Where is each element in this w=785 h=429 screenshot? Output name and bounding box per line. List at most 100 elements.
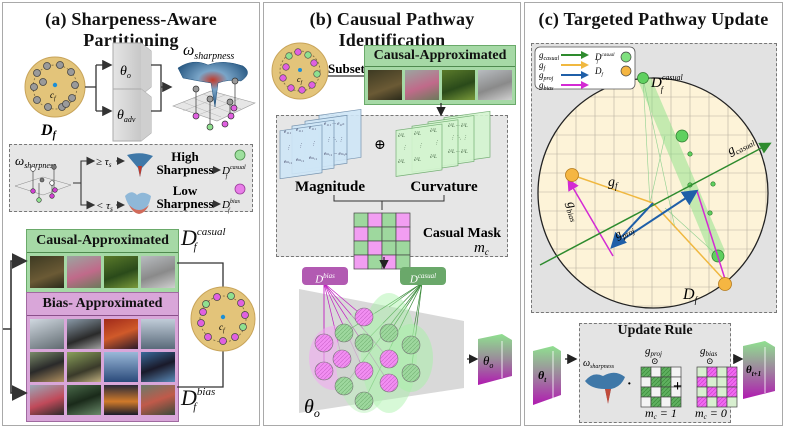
vector-g-f-left xyxy=(568,173,654,204)
causal-group-title: Causal-Approximated xyxy=(27,230,178,253)
svg-text:e₁,₁ ··· e₁,ₙ: e₁,₁ ··· e₁,ₙ xyxy=(324,122,344,127)
mask-cell xyxy=(696,376,708,388)
panel-a-canvas: cf Df θo θadv ωsharpness xyxy=(24,42,256,142)
mask-cell xyxy=(650,366,662,378)
bias-image xyxy=(141,352,175,382)
low-sharpness-label-1: Low xyxy=(173,183,198,198)
subset-dataset-disk: cf xyxy=(271,42,329,100)
vector-g-proj-reverse xyxy=(610,202,654,249)
causal-mask-symbol: mc xyxy=(474,240,489,257)
causal-region-band xyxy=(639,78,725,261)
legend-point-marker xyxy=(620,65,632,77)
loss-landscape-icon xyxy=(172,61,256,122)
threshold-high: ≥ τs xyxy=(96,156,112,169)
svg-text:eₘ,₁: eₘ,₁ xyxy=(296,158,305,163)
mc-zero-label: mc = 0 xyxy=(695,406,727,421)
partitioned-center-label: cf xyxy=(219,322,226,334)
bias-image-grid xyxy=(27,316,178,418)
causal-image xyxy=(67,256,101,288)
mask-cell xyxy=(726,366,738,378)
update-sharpness-label: ωsharpness xyxy=(583,358,615,370)
panel-b-canvas: cf Subset xyxy=(271,42,366,100)
model-block-original xyxy=(112,42,152,96)
causal-points xyxy=(637,72,725,263)
mask-cell xyxy=(726,396,738,408)
bias-approximated-group: Bias- Approximated xyxy=(26,292,179,422)
odot-proj: ⊙ xyxy=(651,356,659,366)
curvature-matrices: ∂²L∂²L∂²L∂²L ··· ∂²L ⋮⋮⋮⋮ ⋱ ⋮ ∂²L∂²L∂²L∂… xyxy=(395,110,491,177)
bias-tag[interactable]: Dbias xyxy=(302,267,348,286)
partition-connectors: cf xyxy=(3,253,256,401)
mask-cell xyxy=(353,212,369,228)
high-sharpness-label-2: Sharpness xyxy=(156,162,213,177)
mask-cell xyxy=(696,386,708,398)
svg-text:⋮: ⋮ xyxy=(311,141,316,147)
theta-t-block xyxy=(533,346,561,405)
svg-text:⋮: ⋮ xyxy=(418,143,423,149)
model-adv-label: θadv xyxy=(117,108,136,124)
high-sharpness-label-1: High xyxy=(171,149,199,164)
oplus-operator: ⊕ xyxy=(374,138,386,153)
output-model-label: θo xyxy=(483,353,493,370)
svg-text:eₘ,₁: eₘ,₁ xyxy=(284,160,293,165)
mask-cell xyxy=(670,366,682,378)
threshold-canvas: ωsharpness ≥ τs < τs High Sharpness xyxy=(14,149,246,214)
b-causal-approximated-group: Causal-Approximated xyxy=(364,45,516,105)
update-rule-title: Update Rule xyxy=(617,323,693,338)
svg-text:∂²L: ∂²L xyxy=(414,131,421,137)
bias-image xyxy=(104,385,138,415)
bias-image xyxy=(67,319,101,349)
svg-text:⋮ ⋱ ⋮: ⋮ ⋱ ⋮ xyxy=(326,137,344,143)
center-label: cf xyxy=(50,90,57,102)
g-bias-label: gbias xyxy=(562,199,585,223)
svg-text:∂²L: ∂²L xyxy=(398,133,405,139)
mask-cell xyxy=(640,386,652,398)
svg-text:⋮: ⋮ xyxy=(286,145,291,151)
proj-mask-grid xyxy=(640,366,682,408)
svg-text:e₁,₁: e₁,₁ xyxy=(296,128,303,133)
dataset-disk xyxy=(24,56,86,118)
landscape-samples xyxy=(192,77,239,131)
model-original-label: θo xyxy=(120,64,131,80)
low-sharpness-label-2: Sharpness xyxy=(156,196,213,211)
vector-g-bias-right xyxy=(696,190,726,280)
svg-text:⋮: ⋮ xyxy=(434,140,439,146)
svg-text:∂²L: ∂²L xyxy=(414,157,421,163)
causal-mask-grid xyxy=(353,212,411,270)
bias-image xyxy=(30,352,64,382)
mask-cell xyxy=(716,386,728,398)
vector-g-f-right xyxy=(652,202,726,282)
model-block-adversarial xyxy=(112,88,152,142)
panel-c-title: (c) Targeted Pathway Update xyxy=(538,9,769,29)
df-point-right xyxy=(718,277,732,291)
update-landscape-icon xyxy=(585,372,625,404)
causal-tag[interactable]: Dcasual xyxy=(400,267,446,286)
multiply-dot: · xyxy=(627,377,632,392)
gradient-space-sphere xyxy=(538,78,768,308)
mask-cell xyxy=(395,226,411,242)
bias-image xyxy=(141,385,175,415)
theta-t-label: θt xyxy=(538,368,547,384)
bias-image xyxy=(104,319,138,349)
svg-text:⋮: ⋮ xyxy=(298,143,303,149)
threshold-sharpness-label: ωsharpness xyxy=(15,153,56,170)
causal-image-row xyxy=(27,253,178,291)
dataset-label: Df xyxy=(40,122,58,141)
svg-text:eₘ,₁ ··· eₘ,ₙ: eₘ,₁ ··· eₘ,ₙ xyxy=(324,152,347,157)
causal-region-lines xyxy=(642,77,719,257)
vector-g-bias xyxy=(567,178,614,257)
bias-set-label: Dbiasf xyxy=(181,385,216,414)
mask-cell xyxy=(367,254,383,270)
mask-cell xyxy=(726,386,738,398)
sharp-minimum-icon xyxy=(127,153,153,177)
mask-cell xyxy=(353,254,369,270)
mask-cell xyxy=(706,386,718,398)
svg-text:⋮: ⋮ xyxy=(402,145,407,151)
mask-cell xyxy=(367,240,383,256)
partitioned-dataset-disk: cf xyxy=(190,286,256,352)
magnitude-label: Magnitude xyxy=(295,179,365,195)
df-point-left xyxy=(565,168,579,182)
mini-landscape-icon xyxy=(14,164,72,203)
